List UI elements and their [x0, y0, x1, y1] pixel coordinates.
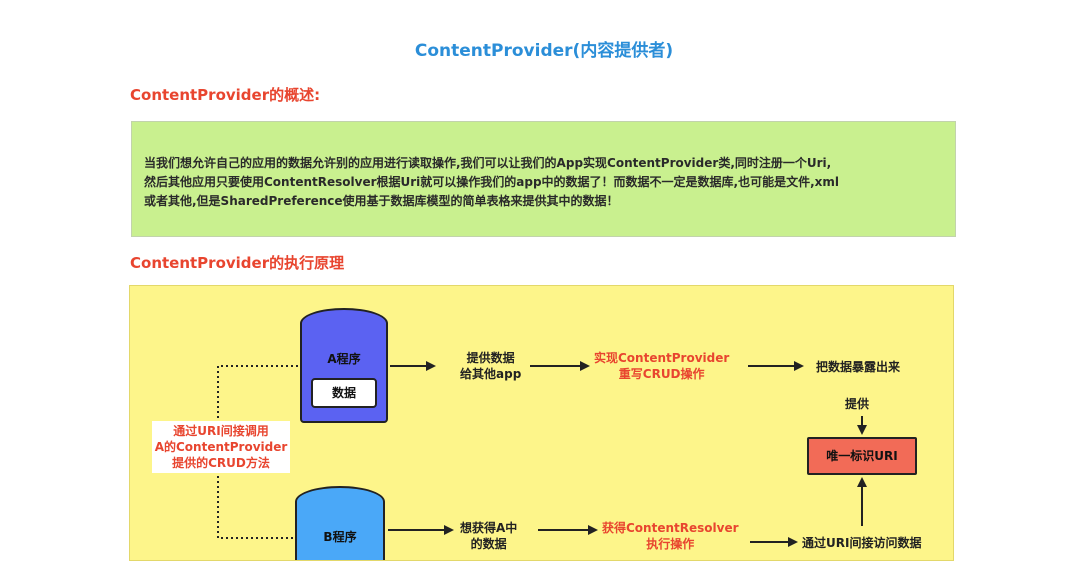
implement-line-2: 重写CRUD操作 [618, 367, 705, 381]
provide-data-label: 提供数据 给其他app [460, 350, 521, 382]
get-resolver-label: 获得ContentResolver 执行操作 [602, 520, 739, 552]
get-resolver-line-2: 执行操作 [646, 537, 695, 551]
page-title: ContentProvider(内容提供者) [414, 41, 674, 61]
access-via-uri-label: 通过URI间接访问数据 [802, 536, 922, 550]
overview-line-2: 然后其他应用只要使用ContentResolver根据Uri就可以操作我们的ap… [144, 175, 840, 189]
app-b-label: B程序 [323, 530, 357, 544]
overview-box: 当我们想允许自己的应用的数据允许别的应用进行读取操作,我们可以让我们的App实现… [131, 121, 956, 237]
overview-line-1: 当我们想允许自己的应用的数据允许别的应用进行读取操作,我们可以让我们的App实现… [144, 156, 832, 170]
implement-line-1: 实现ContentProvider [594, 351, 730, 365]
want-data-label: 想获得A中 的数据 [460, 520, 517, 552]
get-resolver-line-1: 获得ContentResolver [602, 521, 739, 535]
want-data-line-2: 的数据 [470, 537, 507, 551]
provide-data-line-1: 提供数据 [466, 351, 515, 365]
unique-uri-box: 唯一标识URI [807, 437, 917, 475]
uri-call-label: 通过URI间接调用 A的ContentProvider 提供的CRUD方法 [152, 421, 290, 473]
uri-call-line-3: 提供的CRUD方法 [172, 456, 270, 470]
overview-line-3: 或者其他,但是SharedPreference使用基于数据库模型的简单表格来提供… [144, 194, 619, 208]
app-b-cylinder: B程序 [295, 486, 385, 560]
data-box: 数据 [311, 378, 377, 408]
implement-label: 实现ContentProvider 重写CRUD操作 [594, 350, 729, 382]
overview-heading: ContentProvider的概述: [130, 86, 321, 104]
uri-call-line-2: A的ContentProvider [154, 440, 288, 454]
expose-label: 把数据暴露出来 [816, 360, 901, 374]
provide-label: 提供 [845, 396, 870, 412]
principle-heading: ContentProvider的执行原理 [130, 254, 345, 272]
want-data-line-1: 想获得A中 [460, 521, 518, 535]
execution-diagram: A程序 数据 B程序 提供数据 给其他app 实现ContentProvider… [129, 285, 954, 561]
provide-data-line-2: 给其他app [460, 367, 522, 381]
app-a-label: A程序 [327, 352, 361, 366]
app-a-cylinder: A程序 数据 [300, 308, 388, 423]
uri-call-line-1: 通过URI间接调用 [173, 424, 269, 438]
